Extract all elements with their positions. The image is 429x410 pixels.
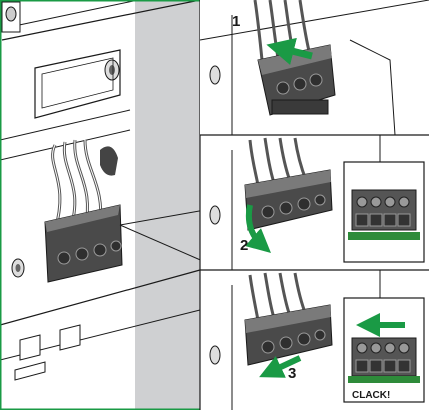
clack-label: CLACK! — [352, 390, 390, 401]
display-window — [34, 49, 121, 119]
step-1-number: 1 — [232, 13, 240, 30]
knob-icon — [100, 146, 118, 176]
leader-line — [119, 209, 206, 226]
step-1-arrow — [266, 37, 313, 65]
step-2-connector — [244, 169, 333, 231]
leader-line — [119, 224, 206, 263]
step-1-panel: 1 — [199, 0, 429, 136]
step-2-number: 2 — [240, 237, 248, 254]
screw-icon — [209, 345, 221, 365]
main-view — [0, 0, 206, 410]
step-3-arrow — [259, 355, 302, 378]
step-3-connector — [244, 304, 333, 366]
screw-icon — [209, 65, 221, 85]
terminal-connector — [44, 204, 123, 283]
step-3-detail-callout: CLACK! — [343, 270, 425, 403]
step-3-number: 3 — [288, 365, 296, 382]
step-2-arrow — [245, 204, 271, 253]
screw-icon — [209, 205, 221, 225]
step-3-panel: 3 CLACK! — [209, 270, 425, 410]
step-2-panel: 2 — [200, 135, 429, 271]
step-2-detail-callout — [343, 135, 425, 263]
